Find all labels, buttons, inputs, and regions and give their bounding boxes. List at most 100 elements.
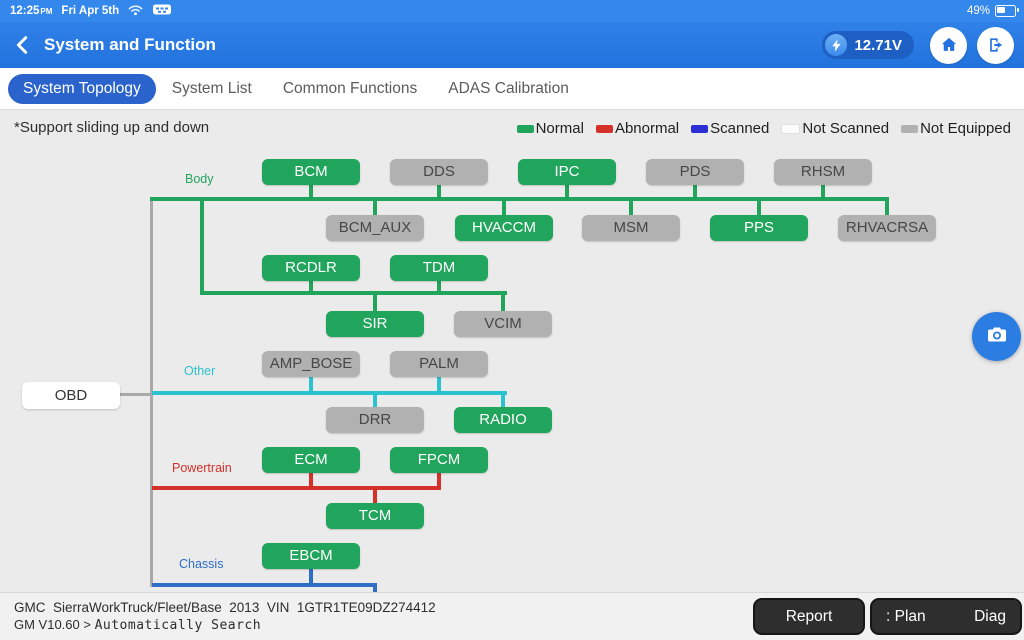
topology-connector-line	[309, 377, 313, 393]
back-button[interactable]	[4, 26, 42, 64]
group-label-other: Other	[184, 364, 216, 378]
group-label-body: Body	[185, 172, 214, 186]
topology-node-msm[interactable]: MSM	[582, 215, 680, 241]
status-legend: Normal Abnormal Scanned Not Scanned Not Equi…	[516, 120, 1011, 137]
topology-node-tdm[interactable]: TDM	[390, 255, 488, 281]
legend-item-normal: Normal	[516, 120, 584, 137]
topology-connector-line	[309, 473, 313, 488]
tab-system-list[interactable]: System List	[171, 79, 252, 97]
abnormal-swatch	[595, 124, 613, 133]
topology-node-rhsm[interactable]: RHSM	[774, 159, 872, 185]
topology-connector-line	[309, 185, 313, 199]
report-button[interactable]: Report	[753, 598, 865, 635]
date-label: Fri Apr 5th	[61, 5, 120, 17]
normal-swatch	[516, 124, 534, 133]
status-bar-left: 12:25PM Fri Apr 5th	[0, 3, 967, 19]
topology-node-dds[interactable]: DDS	[390, 159, 488, 185]
tab-bar: System Topology System List Common Functio…	[0, 68, 1024, 110]
topology-node-fpcm[interactable]: FPCM	[390, 447, 488, 473]
not-scanned-swatch	[781, 123, 801, 134]
topology-connector-line	[821, 185, 825, 199]
topology-node-vcim[interactable]: VCIM	[454, 311, 552, 337]
topology-connector-line	[437, 473, 441, 488]
topology-connector-line	[501, 293, 505, 311]
battery-icon	[995, 5, 1019, 17]
topology-connector-line	[885, 199, 889, 215]
topology-node-sir[interactable]: SIR	[326, 311, 424, 337]
topology-node-pds[interactable]: PDS	[646, 159, 744, 185]
topology-node-pps[interactable]: PPS	[710, 215, 808, 241]
topology-node-rhvacrsa[interactable]: RHVACRSA	[838, 215, 936, 241]
topology-node-bcm-aux[interactable]: BCM_AUX	[326, 215, 424, 241]
legend-label: Not Equipped	[920, 120, 1011, 137]
plan-diag-button[interactable]: : Plan Diag	[870, 598, 1022, 635]
status-bar: 12:25PM Fri Apr 5th 49%	[0, 0, 1024, 22]
title-bar: System and Function 12.71V	[0, 22, 1024, 68]
topology-connector-line	[502, 199, 506, 215]
topology-connector-line	[200, 199, 204, 293]
clock: 12:25PM	[10, 5, 53, 17]
topology-connector-line	[437, 185, 441, 199]
home-button[interactable]	[930, 26, 967, 64]
topology-node-radio[interactable]: RADIO	[454, 407, 552, 433]
topology-node-obd[interactable]: OBD	[22, 382, 120, 409]
plan-label[interactable]: : Plan	[886, 607, 926, 625]
topology-connector-line	[152, 391, 507, 395]
topology-connector-line	[693, 185, 697, 199]
legend-label: Abnormal	[614, 120, 680, 137]
topology-node-tcm[interactable]: TCM	[326, 503, 424, 529]
exit-button[interactable]	[977, 26, 1014, 64]
topology-node-palm[interactable]: PALM	[390, 351, 488, 377]
topology-connector-line	[120, 393, 152, 396]
topology-connector-line	[373, 293, 377, 311]
topology-node-amp-bose[interactable]: AMP_BOSE	[262, 351, 360, 377]
topology-connector-line	[565, 185, 569, 199]
battery-percent: 49%	[966, 5, 990, 17]
topology-connector-line	[373, 199, 377, 215]
vci-connector-icon	[152, 3, 172, 19]
topology-node-bcm[interactable]: BCM	[262, 159, 360, 185]
legend-item-abnormal: Abnormal	[595, 120, 680, 137]
legend-item-not-scanned: Not Scanned	[781, 120, 889, 137]
tab-adas-calibration[interactable]: ADAS Calibration	[448, 79, 569, 97]
topology-node-drr[interactable]: DRR	[326, 407, 424, 433]
topology-connector-line	[501, 393, 505, 409]
group-label-chassis: Chassis	[179, 557, 224, 571]
tab-common-functions[interactable]: Common Functions	[282, 79, 418, 97]
topology-node-hvaccm[interactable]: HVACCM	[455, 215, 553, 241]
topology-connector-line	[200, 291, 507, 295]
topology-connector-line	[437, 377, 441, 393]
diagnostic-path: GM V10.60 > Automatically Search	[14, 617, 262, 633]
topology-connector-line	[309, 569, 313, 585]
vehicle-info: GMC SierraWorkTruck/Fleet/Base 2013 VIN …	[0, 599, 753, 634]
tab-system-topology[interactable]: System Topology	[8, 73, 156, 104]
topology-node-ecm[interactable]: ECM	[262, 447, 360, 473]
battery-voltage-badge[interactable]: 12.71V	[822, 31, 914, 59]
topology-connector-line	[629, 199, 633, 215]
topology-connector-line	[309, 281, 313, 293]
topology-connector-line	[152, 583, 377, 587]
legend-item-scanned: Scanned	[691, 120, 769, 137]
page-title: System and Function	[44, 35, 216, 54]
bottom-bar: GMC SierraWorkTruck/Fleet/Base 2013 VIN …	[0, 592, 1024, 640]
status-bar-right: 49%	[967, 5, 1024, 17]
group-label-powertrain: Powertrain	[172, 461, 232, 475]
topology-node-ipc[interactable]: IPC	[518, 159, 616, 185]
topology-node-ebcm[interactable]: EBCM	[262, 543, 360, 569]
topology-connector-line	[373, 393, 377, 409]
topology-connector-line	[757, 199, 761, 215]
screenshot-button[interactable]	[972, 312, 1021, 361]
current-mode-label: Automatically Search	[94, 618, 262, 633]
legend-label: Not Scanned	[802, 120, 890, 137]
camera-icon	[985, 322, 1009, 351]
voltage-value: 12.71V	[854, 36, 902, 54]
scanned-swatch	[691, 124, 709, 133]
lightning-icon	[825, 34, 848, 56]
topology-connector-line	[150, 197, 889, 201]
topology-node-rcdlr[interactable]: RCDLR	[262, 255, 360, 281]
legend-label: Scanned	[710, 120, 770, 137]
topology-connector-line	[437, 281, 441, 293]
wifi-icon	[128, 4, 143, 19]
diag-label[interactable]: Diag	[974, 607, 1006, 625]
